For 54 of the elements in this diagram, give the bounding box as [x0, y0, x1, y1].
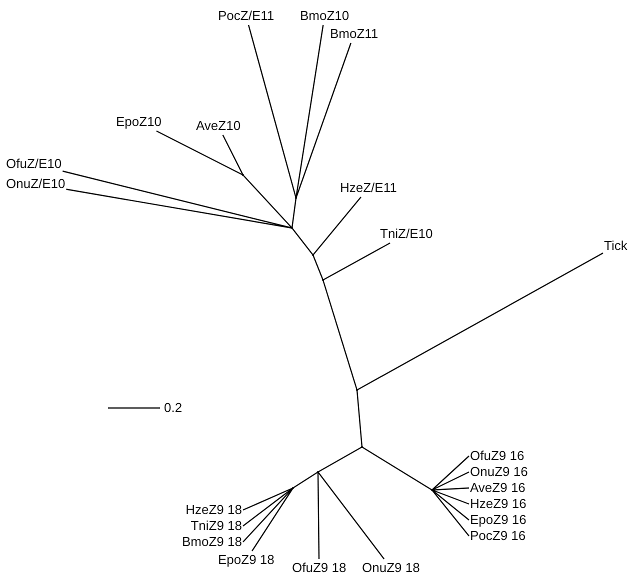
taxon-label: Tick — [604, 238, 628, 254]
taxon-label: PocZ/E11 — [218, 8, 274, 24]
taxon-label: OnuZ9 18 — [362, 560, 420, 576]
tree-branch — [322, 280, 358, 390]
scale-label: 0.2 — [164, 400, 182, 416]
tree-branch — [62, 170, 292, 229]
taxon-label: EpoZ10 — [116, 114, 162, 130]
taxon-label: PocZ9 16 — [470, 528, 526, 544]
taxon-label: BmoZ9 18 — [178, 534, 242, 550]
taxon-label: OnuZ9 16 — [470, 464, 528, 480]
tree-branch — [432, 490, 470, 520]
tree-branch — [318, 446, 362, 473]
taxon-label: HzeZ/E11 — [340, 180, 397, 196]
tree-branch — [432, 490, 470, 536]
tree-branch — [242, 174, 292, 228]
tree-branch — [432, 456, 470, 490]
taxon-label: OfuZ/E10 — [6, 156, 62, 172]
tree-branch — [432, 489, 470, 505]
tree-branch — [362, 446, 432, 491]
taxon-label: TniZ/E10 — [380, 226, 433, 242]
tree-branch — [432, 487, 470, 491]
taxon-label: EpoZ9 16 — [470, 512, 526, 528]
tree-branch — [322, 242, 390, 281]
taxon-label: TniZ9 18 — [178, 518, 242, 534]
tree-branch — [292, 228, 314, 256]
tree-branch — [318, 472, 385, 560]
tree-branch — [248, 24, 297, 198]
tree-branch — [242, 488, 294, 526]
taxon-label: HzeZ9 16 — [470, 496, 526, 512]
tree-branch — [356, 252, 604, 391]
tree-branch — [295, 24, 324, 198]
taxon-label: HzeZ9 18 — [178, 502, 242, 518]
taxon-label: BmoZ10 — [300, 8, 350, 24]
tree-branch — [242, 487, 294, 511]
tree-branch — [312, 254, 324, 280]
tree-branch — [317, 472, 320, 559]
tree-branch — [222, 134, 244, 176]
tree-branch — [312, 196, 362, 256]
tree-branch — [432, 471, 470, 491]
taxon-label: OfuZ9 18 — [292, 560, 346, 576]
taxon-label: EpoZ9 18 — [218, 552, 274, 568]
tree-branch — [291, 198, 297, 228]
taxon-label: AveZ9 16 — [470, 480, 526, 496]
taxon-label: OfuZ9 16 — [470, 448, 524, 464]
tree-branch — [292, 472, 318, 488]
taxon-label: AveZ10 — [196, 118, 241, 134]
tree-branch — [295, 42, 352, 198]
taxon-label: BmoZ11 — [330, 26, 378, 42]
taxon-label: OnuZ/E10 — [6, 176, 66, 192]
tree-branch — [356, 390, 363, 448]
tree-branch — [66, 188, 292, 229]
tree-branch — [242, 488, 294, 542]
tree-branch — [156, 130, 244, 176]
tree-branch — [252, 488, 294, 552]
